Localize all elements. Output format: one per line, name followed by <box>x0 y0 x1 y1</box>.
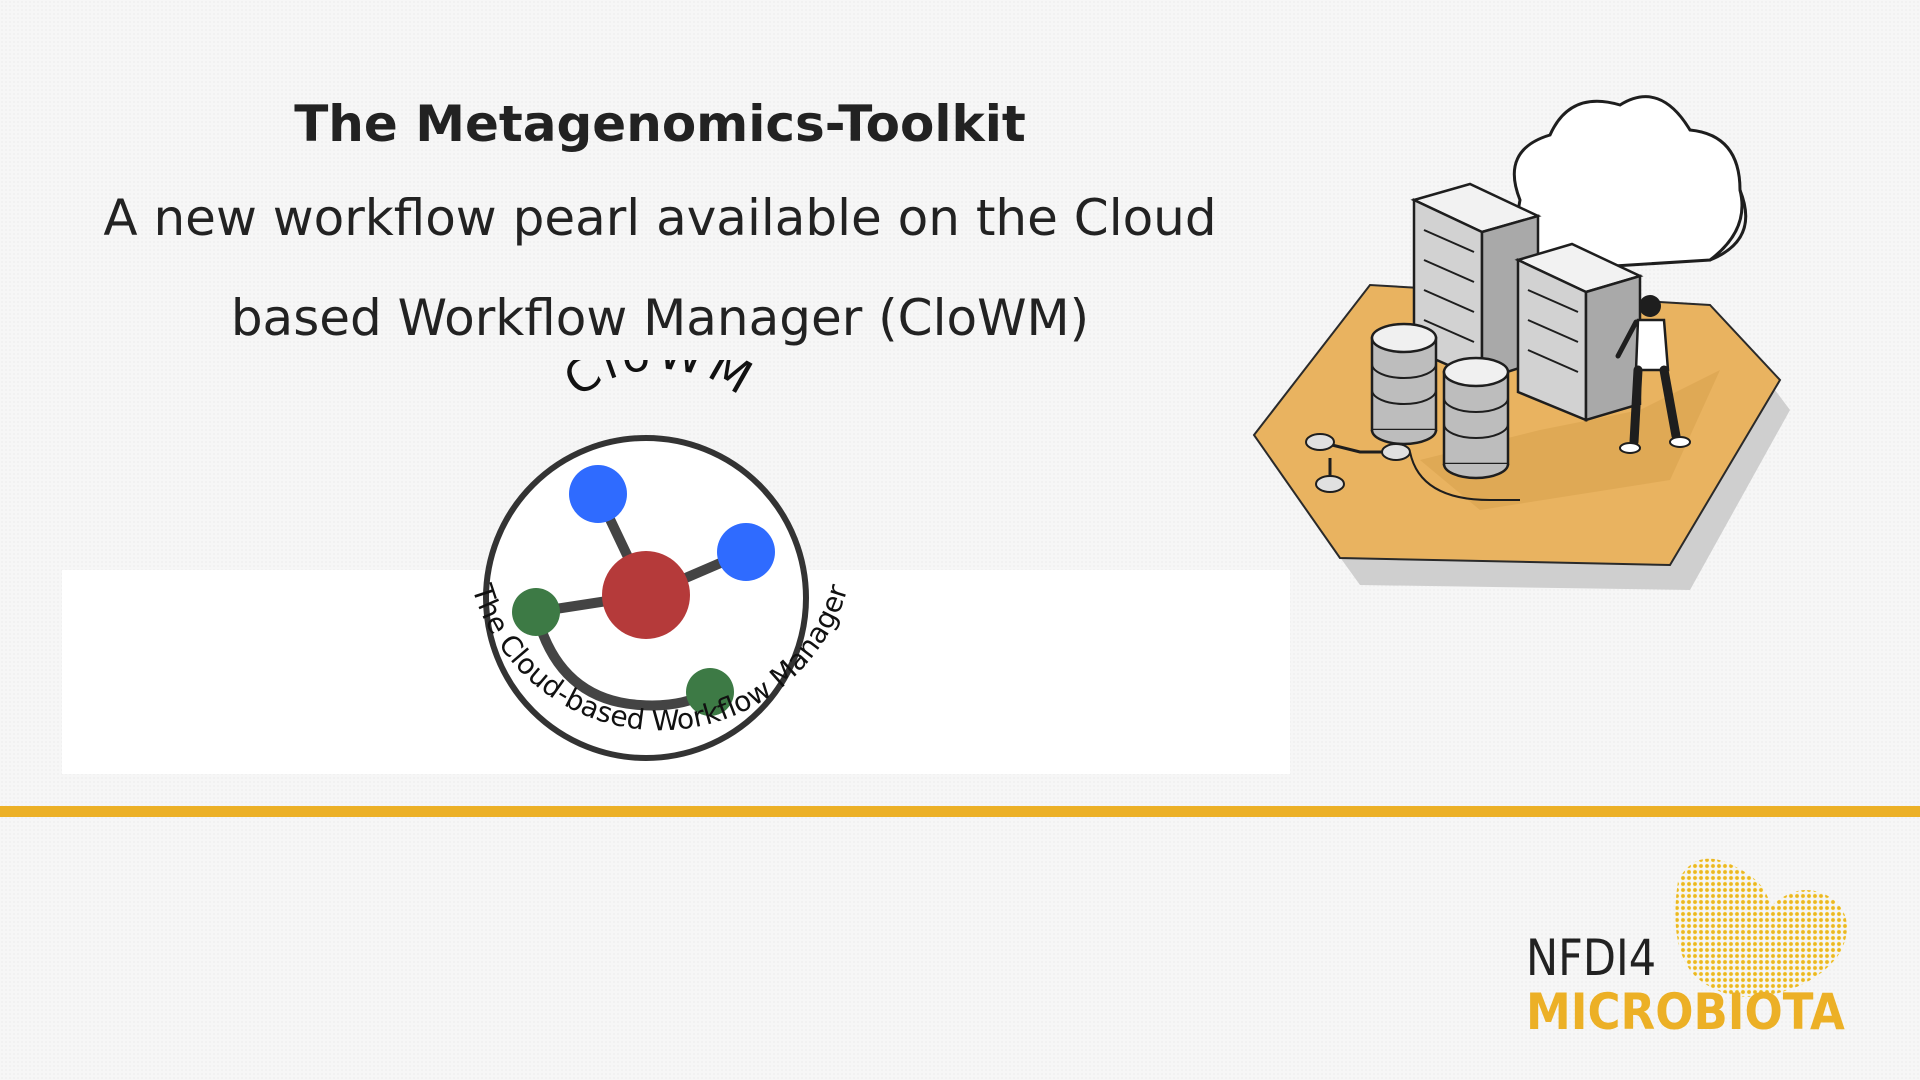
clowm-logo-arc-connector <box>531 607 715 711</box>
clowm-logo-title: CloWM <box>555 360 765 407</box>
accent-divider <box>0 806 1920 817</box>
nfdi4microbiota-heart-graphic <box>1675 858 1848 997</box>
cloud-icon <box>1512 95 1748 272</box>
network-connector <box>1305 433 1520 501</box>
title-block: The Metagenomics-Toolkit A new workflow … <box>60 80 1260 368</box>
server-rack-2 <box>1514 242 1644 422</box>
clowm-node-green-1 <box>512 588 560 636</box>
person-figure <box>1615 295 1691 454</box>
database-stack-1 <box>1370 322 1438 446</box>
page-subtitle-line2: based Workflow Manager (CloWM) <box>230 289 1090 347</box>
clowm-node-red <box>602 551 690 639</box>
page-subtitle-line1: A new workflow pearl available on the Cl… <box>103 189 1217 247</box>
nfdi4microbiota-line2: MICROBIOTA <box>1526 983 1845 1041</box>
clowm-logo: CloWM The Cloud-based Workflow Manager <box>465 360 855 761</box>
nfdi4microbiota-wordmark: NFDI4 MICROBIOTA <box>1526 933 1880 1037</box>
page-title: The Metagenomics-Toolkit <box>294 95 1026 153</box>
clowm-node-green-2 <box>686 668 734 716</box>
clowm-node-blue-1 <box>569 465 627 523</box>
cloud-datacenter-illustration <box>1252 95 1790 590</box>
nfdi4microbiota-logo: NFDI4 MICROBIOTA <box>1500 845 1880 1045</box>
clowm-node-blue-2 <box>717 523 775 581</box>
nfdi4microbiota-line1: NFDI4 <box>1526 929 1657 987</box>
database-stack-2 <box>1442 356 1510 480</box>
